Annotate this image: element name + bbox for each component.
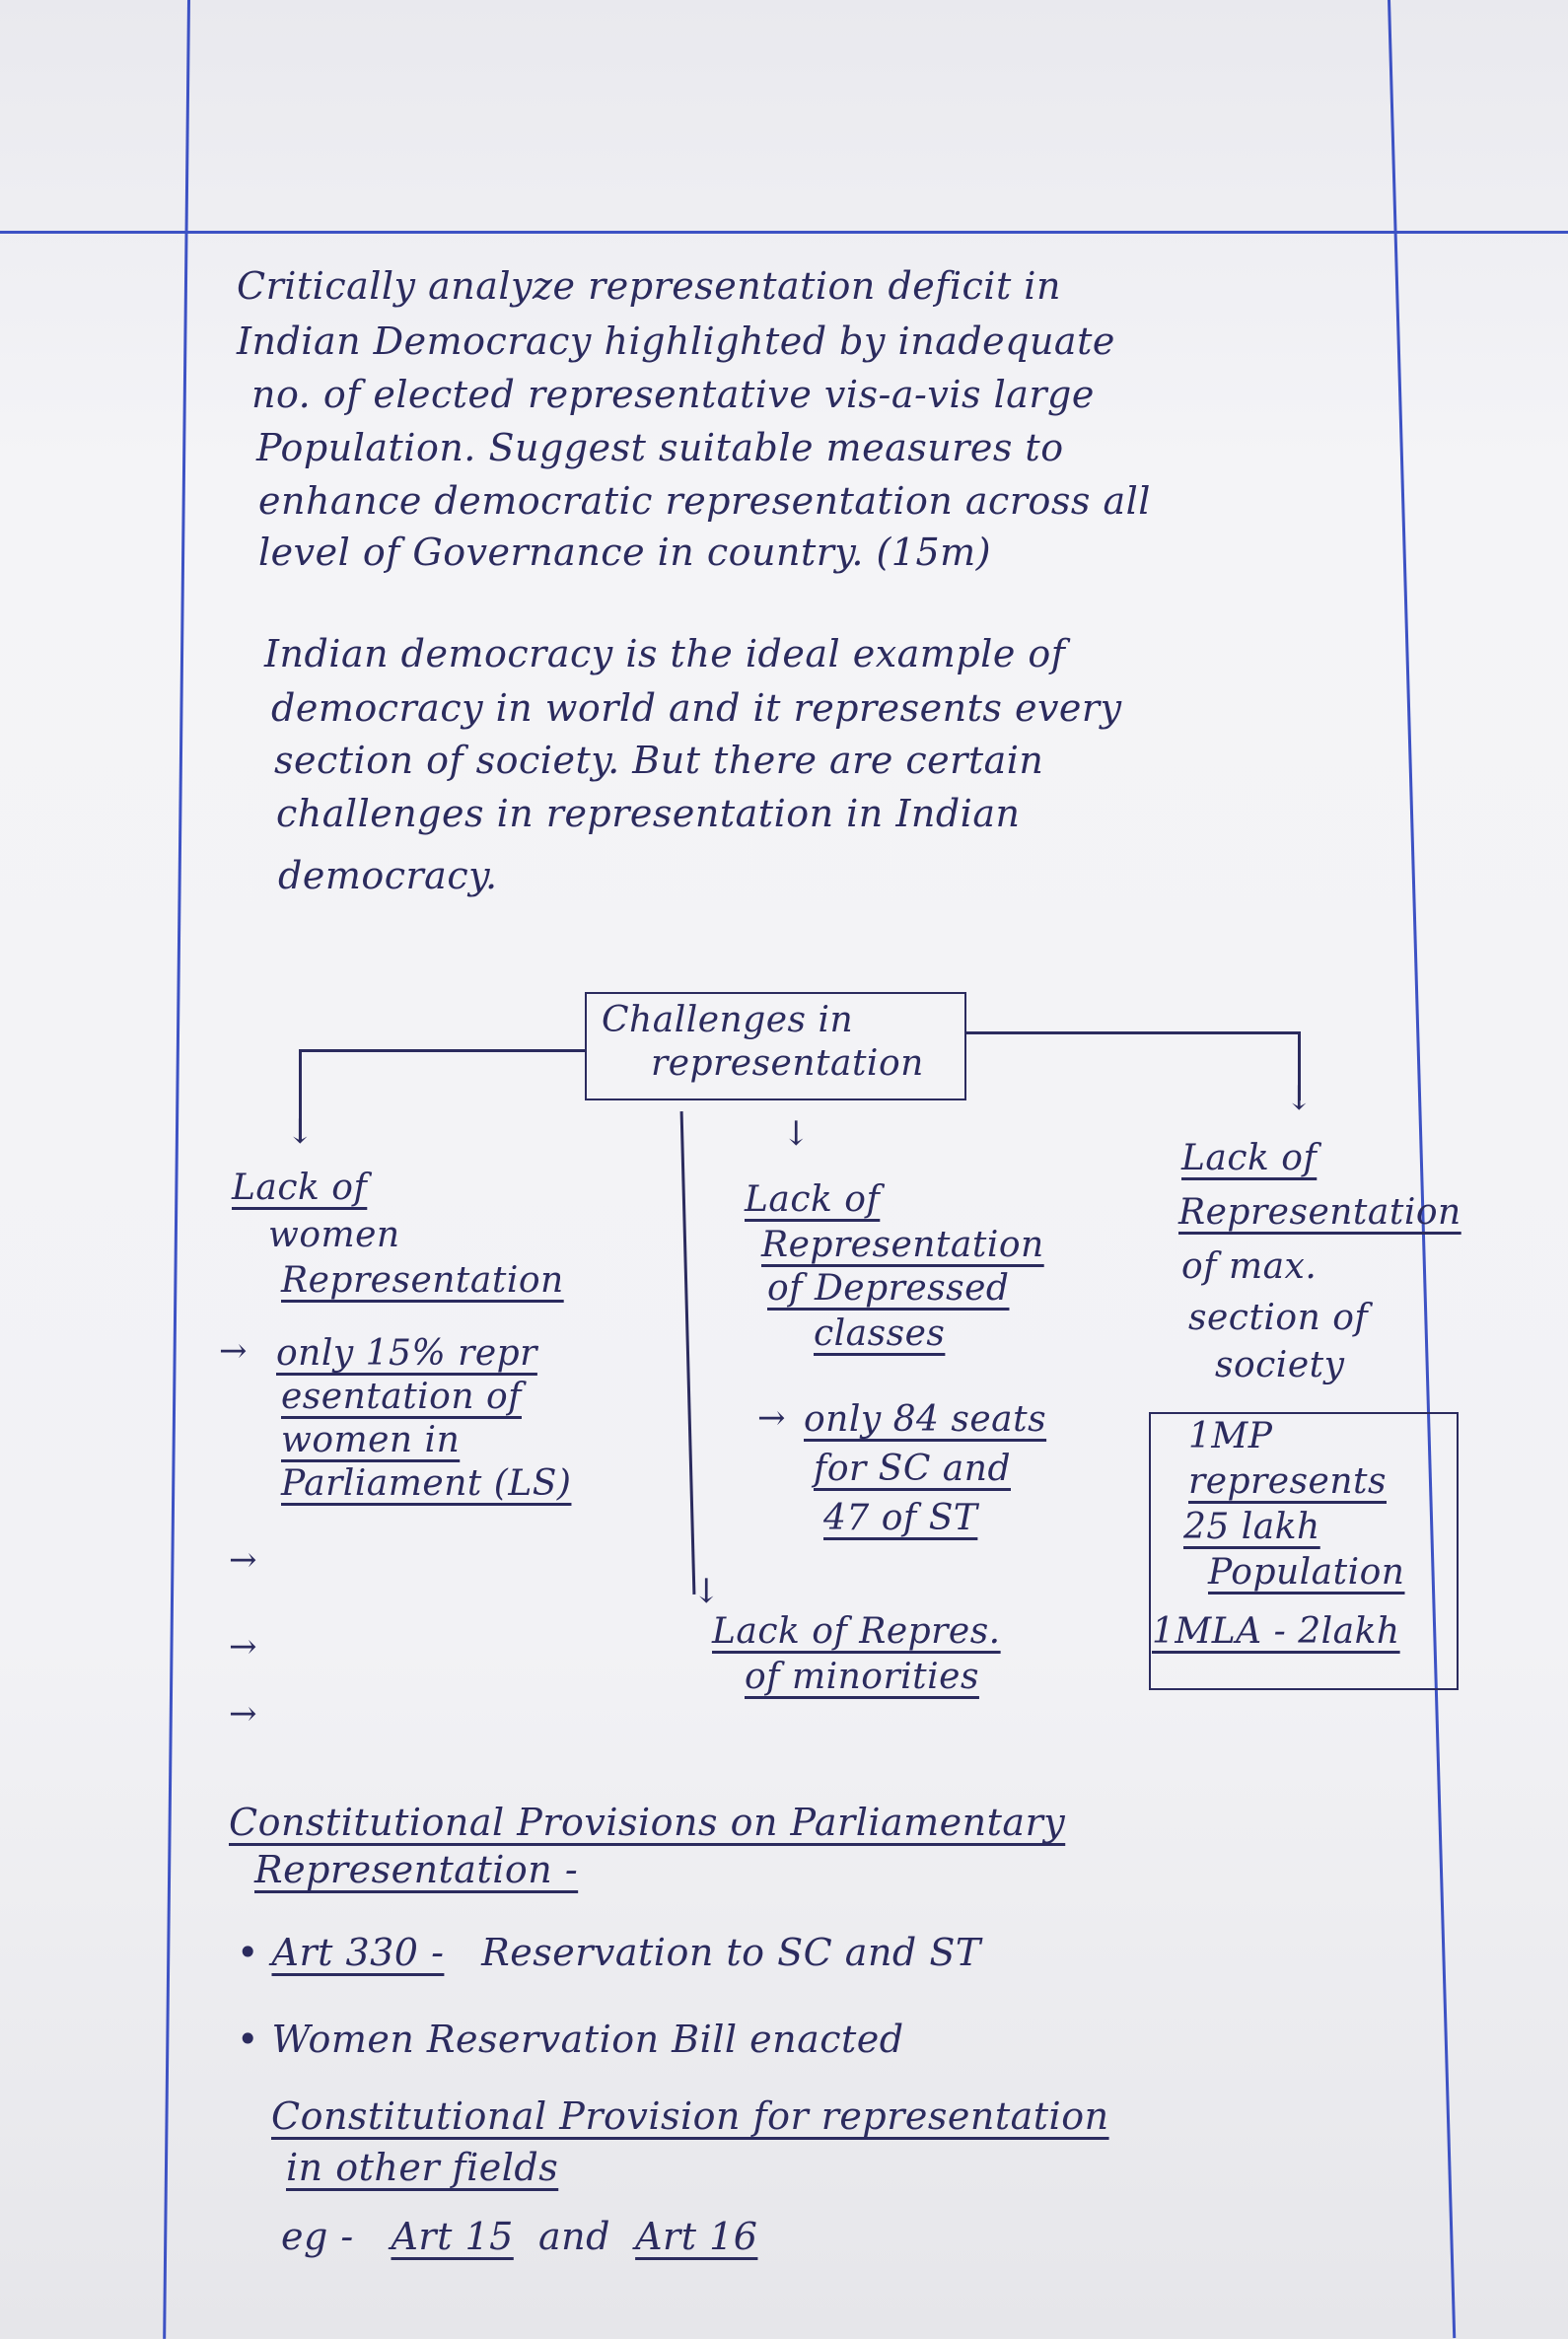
arrow-right-icon: → xyxy=(757,1398,786,1438)
intro-line: democracy. xyxy=(278,854,498,897)
arrow-right-icon: → xyxy=(229,1540,257,1580)
center-label: Challenges in xyxy=(602,1000,854,1040)
intro-line: Indian democracy is the ideal example of xyxy=(264,632,1066,675)
connector-minorities xyxy=(679,1111,695,1595)
arrow-down-icon: ↓ xyxy=(692,1572,721,1611)
left-margin-line xyxy=(163,0,190,2339)
intro-line: section of society. But there are certai… xyxy=(274,739,1044,782)
depressed-point: only 84 seats xyxy=(804,1399,1047,1440)
depressed-heading: Representation xyxy=(761,1225,1044,1265)
arrow-down-icon: ↓ xyxy=(782,1114,811,1154)
heading-line: Lack of xyxy=(232,1168,368,1208)
minorities-heading: of minorities xyxy=(745,1657,979,1697)
mp-ratio-box xyxy=(1149,1412,1459,1690)
women-point: esentation of xyxy=(281,1377,522,1417)
max-section-heading: society xyxy=(1215,1345,1345,1385)
arrow-down-icon: ↓ xyxy=(286,1112,315,1152)
max-section-heading: Representation xyxy=(1178,1192,1461,1233)
depressed-heading: Lack of xyxy=(745,1179,881,1220)
mp-ratio-line: 25 lakh xyxy=(1183,1507,1320,1547)
question-line: Critically analyze representation defici… xyxy=(237,264,1061,308)
max-section-heading: section of xyxy=(1188,1298,1369,1338)
question-line: level of Governance in country. (15m) xyxy=(258,531,992,574)
women-point: women in xyxy=(281,1420,461,1460)
depressed-heading: classes xyxy=(814,1313,946,1354)
center-box xyxy=(585,992,966,1100)
example-item: Art 16 xyxy=(635,2215,758,2258)
arrow-right-icon: → xyxy=(229,1627,257,1666)
example-item: Art 15 xyxy=(391,2215,514,2258)
max-section-heading: of max. xyxy=(1181,1246,1318,1287)
question-line: Indian Democracy highlighted by inadequa… xyxy=(237,319,1115,363)
arrow-right-icon: → xyxy=(229,1694,257,1734)
connector-left xyxy=(299,1049,587,1052)
bullet-text: Reservation to SC and ST xyxy=(481,1931,981,1974)
mp-ratio-line: represents xyxy=(1188,1461,1387,1502)
example-line: eg - Art 15 and Art 16 xyxy=(281,2209,757,2264)
women-heading: women xyxy=(268,1215,400,1255)
mp-ratio-line: 1MLA - 2lakh xyxy=(1152,1611,1400,1652)
question-line: Population. Suggest suitable measures to xyxy=(256,426,1064,469)
question-line: no. of elected representative vis-a-vis … xyxy=(251,373,1095,416)
intro-line: democracy in world and it represents eve… xyxy=(271,686,1122,730)
connector-right-down xyxy=(1298,1031,1301,1100)
bullet-item: • Women Reservation Bill enacted xyxy=(237,2018,904,2061)
question-line: enhance democratic representation across… xyxy=(258,479,1151,523)
minorities-heading: Lack of Repres. xyxy=(712,1611,1001,1652)
example-prefix: eg - xyxy=(281,2215,354,2258)
bullet-item: • Art 330 - Reservation to SC and ST xyxy=(237,1931,981,1974)
other-fields-heading: Constitutional Provision for representat… xyxy=(271,2094,1109,2138)
connector-left-down xyxy=(299,1049,302,1140)
women-point: Parliament (LS) xyxy=(281,1463,572,1504)
depressed-point: 47 of ST xyxy=(823,1498,978,1538)
example-item: and xyxy=(537,2215,610,2258)
center-label: representation xyxy=(651,1043,924,1084)
right-margin-line xyxy=(1388,0,1457,2339)
connector-right xyxy=(964,1031,1300,1034)
provisions-heading: Representation - xyxy=(254,1848,579,1891)
mp-ratio-line: 1MP xyxy=(1188,1416,1273,1456)
women-heading: Lack of xyxy=(232,1164,367,1213)
intro-line: challenges in representation in Indian xyxy=(276,792,1021,835)
depressed-point: for SC and xyxy=(814,1449,1011,1489)
women-point: only 15% repr xyxy=(276,1333,537,1374)
other-fields-heading: in other fields xyxy=(286,2146,559,2189)
page-top-rule xyxy=(0,231,1568,234)
arrow-right-icon: → xyxy=(219,1331,248,1371)
provisions-heading: Constitutional Provisions on Parliamenta… xyxy=(229,1801,1066,1844)
women-heading: Representation xyxy=(281,1260,564,1301)
mp-ratio-line: Population xyxy=(1208,1552,1405,1593)
arrow-down-icon: ↓ xyxy=(1285,1079,1314,1118)
depressed-heading: of Depressed xyxy=(767,1268,1010,1309)
bullet-label: Art 330 - xyxy=(271,1931,445,1974)
bullet-text: Women Reservation Bill enacted xyxy=(271,2018,904,2061)
max-section-heading: Lack of xyxy=(1181,1138,1318,1178)
